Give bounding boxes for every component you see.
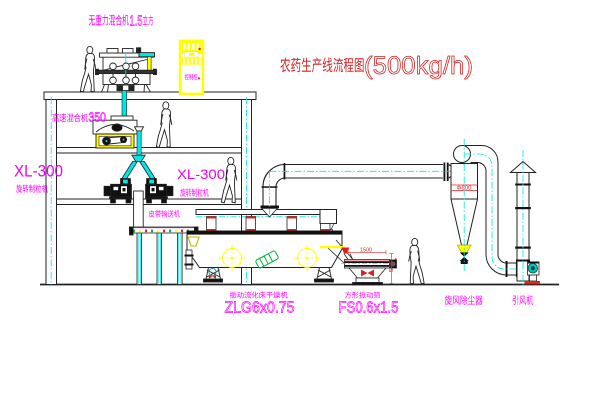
dryer-legs [203,267,334,283]
label-hs-mixer-size: 350 [89,110,107,125]
granulator-right [145,178,174,204]
mixer-discharge-pipe [121,90,127,117]
label-sieve-dim-width: 1500 [360,247,372,253]
cyclone-separator [450,139,523,277]
title-cn-glyphs [280,57,364,73]
mixer2-discharge-pipe [136,130,142,156]
label-dryer-name-glyphs [229,291,288,299]
label-sieve-model: FS0.6x1.5 [339,300,399,317]
granulator-left [103,178,132,204]
exhaust-stack [509,150,537,286]
worker-roof [79,45,97,93]
dryer-air-inlet [184,249,194,270]
title-capacity: (500kg/h) [364,52,473,80]
label-gravity-mixer-unit-glyphs [142,15,154,26]
label-sieve-name-glyphs [344,291,381,299]
y-branch-chute [120,154,157,180]
worker-floor2 [155,101,173,148]
label-dryer-model: ZLG6x0.75 [225,300,295,317]
label-hs-mixer-glyphs [52,113,88,123]
label-granulator-model-1: XL-300 [14,163,63,181]
dryer-centerline-target-1 [219,245,245,271]
label-granulator-name-1-glyphs [16,184,48,193]
label-gravity-mixer-size: 1.5 [130,14,143,30]
exhaust-duct [260,162,464,218]
label-cyclone-diameter: Φ600 [457,186,472,192]
worker-ground [408,237,425,285]
label-gravity-mixer-glyphs [88,14,129,26]
high-speed-mixer [92,115,145,156]
gravity-free-mixer [95,47,157,117]
vibrating-sieve [341,250,397,286]
induced-draft-fan [524,261,540,285]
sieve-dimensions [347,250,397,284]
green-cylinder [255,250,279,269]
label-cyclone-glyphs [444,295,483,305]
roof-slab [43,91,257,100]
label-granulator-name-2-glyphs [180,188,209,197]
fluid-bed-dryer [184,209,354,283]
fan-base [524,281,540,285]
drop-duct [133,190,144,228]
sieve-feed-funnel [341,247,350,254]
label-fan-glyphs [512,295,534,305]
dryer-centerline-target-2 [294,245,320,271]
control-cabinet-roof: 控制柜 [178,39,205,96]
floor-slab-2 [50,147,249,154]
label-conveyor-glyphs [148,210,180,218]
dryer-feed-funnel [187,236,200,247]
labels: (500kg/h) 农药生产线流程图 1.5 无重力混合机 立方 350 高速混… [14,13,534,317]
label-sieve-dim-height: 548 [389,261,395,272]
label-granulator-model-2: XL-300 [177,167,225,182]
